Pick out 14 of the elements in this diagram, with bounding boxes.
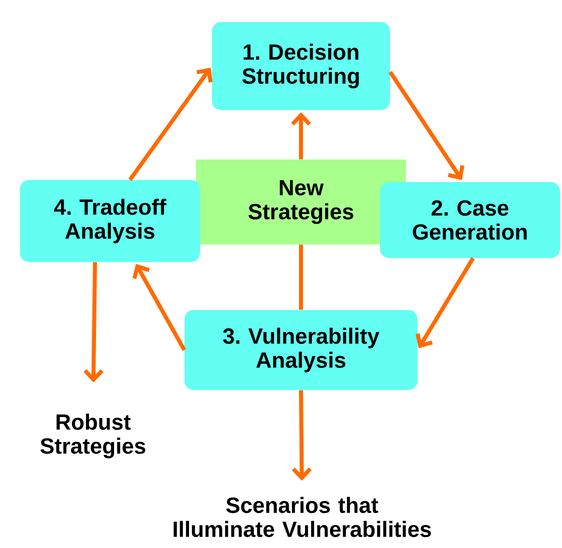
process-box: 2. Case Generation [380,182,560,258]
arrow [388,70,464,180]
arrow [132,264,186,351]
process-box: 4. Tradeoff Analysis [20,180,200,262]
strategy-box: New Strategies [196,159,406,244]
arrow [416,257,475,348]
arrow [292,390,312,481]
arrow [128,68,213,181]
output-text: Scenarios that Illuminate Vulnerabilities [174,496,431,538]
arrow [84,262,104,382]
process-box: 1. Decision Structuring [212,22,390,110]
output-text: Robust Strategies [40,414,146,458]
process-box: 3. Vulnerability Analysis [184,310,418,390]
arrow [291,112,311,160]
